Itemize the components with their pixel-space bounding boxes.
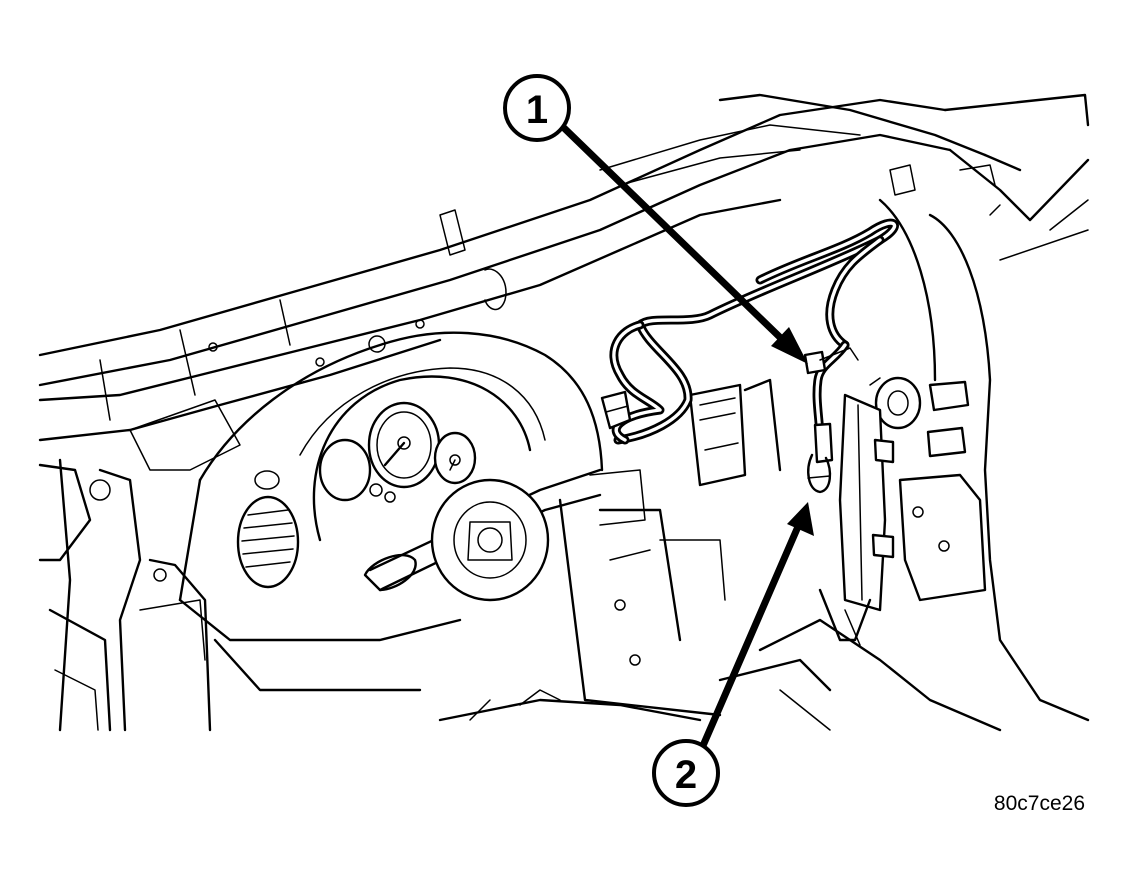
harness-connector-2 <box>813 422 834 464</box>
callout-1: 1 <box>503 74 808 364</box>
instrument-cluster <box>312 375 532 542</box>
callout-1-label: 1 <box>526 88 548 132</box>
callout-2-arrowhead <box>787 502 814 536</box>
callout-2-circle <box>652 739 720 807</box>
left-structure <box>38 399 241 732</box>
wiring-harness <box>600 218 899 494</box>
callout-1-circle <box>503 74 571 142</box>
cowl-panel <box>38 198 782 442</box>
grommet <box>869 376 922 430</box>
callout-2-label: 2 <box>675 753 697 797</box>
lower-dash <box>438 498 726 722</box>
upper-body-frame <box>38 93 1090 387</box>
figure-id: 80c7ce26 <box>994 792 1085 815</box>
instrument-panel <box>178 331 604 692</box>
air-vent <box>236 470 300 589</box>
speedometer-gauge <box>367 401 441 489</box>
floor-area <box>718 618 1002 732</box>
callout-2: 2 <box>652 502 814 807</box>
right-pillar <box>878 198 1090 722</box>
vertical-module <box>818 393 895 646</box>
harness-connector-1 <box>803 350 827 375</box>
fuel-gauge <box>433 431 477 485</box>
center-module <box>688 378 782 487</box>
tachometer-gauge <box>318 438 372 502</box>
steering-column <box>363 468 646 602</box>
callout-1-arrowhead <box>771 327 808 364</box>
